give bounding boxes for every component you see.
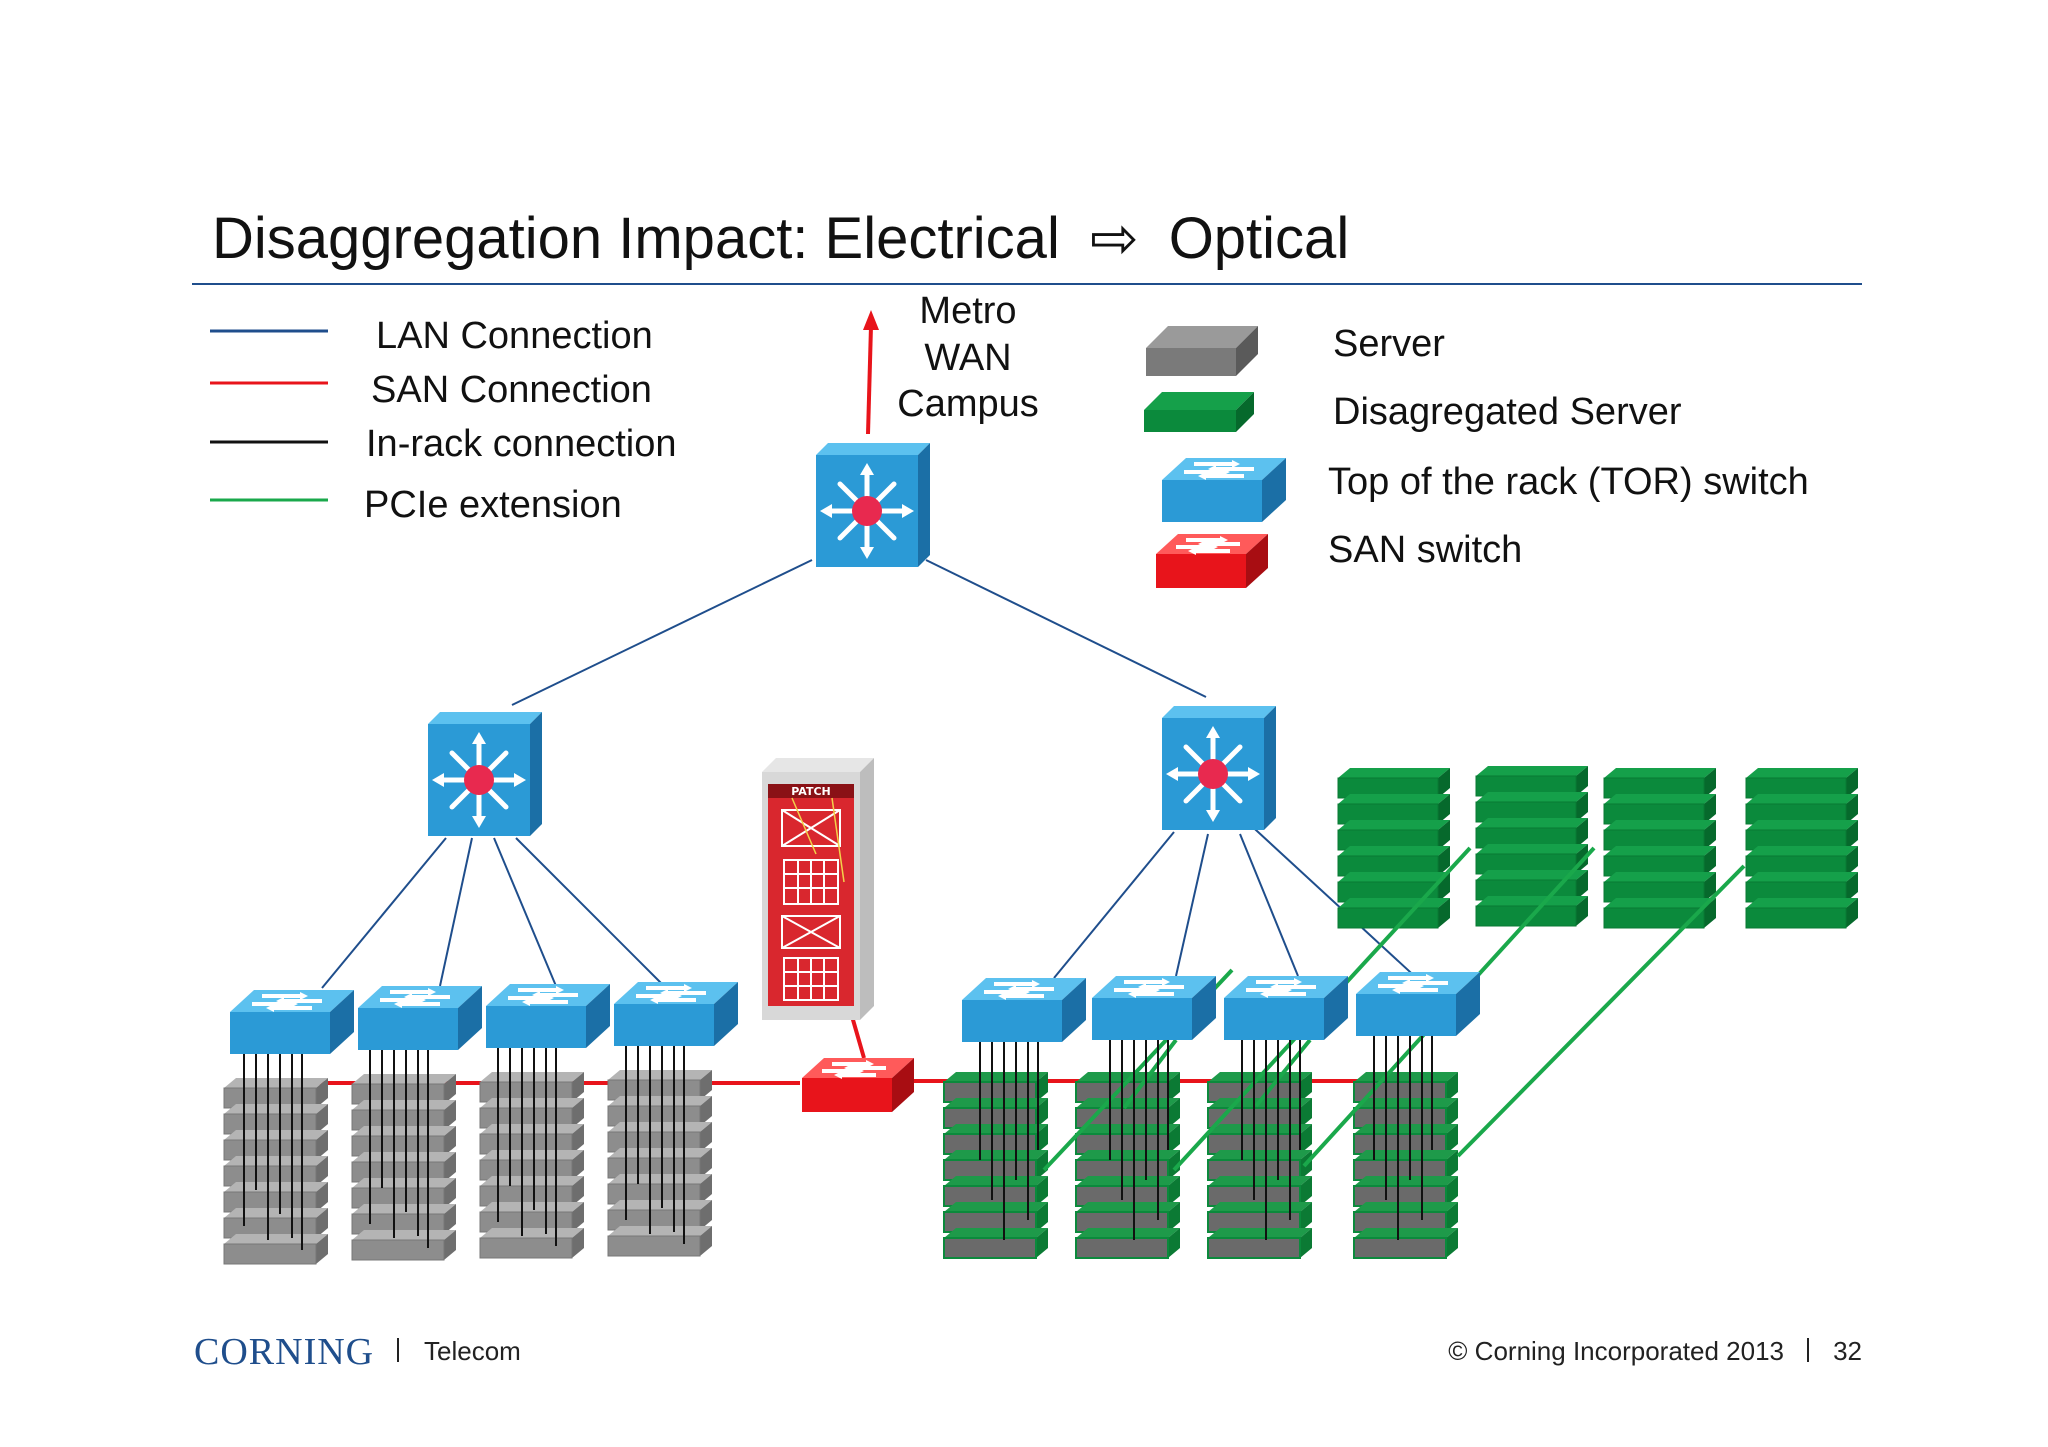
icon-legend: Server Disagregated Server Top of the ra… [1144,323,1809,590]
legend-tor-label: Top of the rack (TOR) switch [1328,461,1809,503]
upstream-campus: Campus [897,383,1039,425]
san-switch-icon [1154,532,1270,590]
legend-pcie-label: PCIe extension [364,484,622,526]
tor-switch-6 [1090,974,1218,1042]
upstream-wan: WAN [924,337,1011,379]
footer-copyright: © Corning Incorporated 2013 [1448,1336,1784,1366]
line-legend: LAN Connection SAN Connection In-rack co… [210,315,677,526]
corning-logo: CORNING [194,1331,374,1373]
in-rack-links-right [979,1036,1433,1240]
patch-panel-label: PATCH [791,785,831,798]
upstream-link [866,325,873,435]
core-switch [816,443,930,567]
tor-switch-8 [1354,970,1482,1038]
legend-disaggregated-label: Disagregated Server [1333,391,1682,433]
slide-title: Disaggregation Impact: Electrical ⇨ Opti… [212,206,1349,271]
legend-server-label: Server [1333,323,1445,365]
upstream-label: Metro WAN Campus [897,290,1039,425]
upstream-arrowhead [863,310,879,330]
tor-switch-3 [484,982,612,1050]
upstream-metro: Metro [919,290,1016,332]
lan-aggregation-links [321,807,1435,995]
legend-lan-label: LAN Connection [376,315,653,357]
disaggregated-rack-4 [1353,1071,1459,1259]
legend-san-switch-label: SAN switch [1328,529,1522,571]
green-pool-2 [1475,765,1589,927]
server-icon [1146,326,1258,376]
server-rack-3 [479,1071,585,1259]
tor-switch-1 [228,988,356,1056]
aggregation-switch-left [428,712,542,836]
tor-switch-7 [1222,974,1350,1042]
footer-division: Telecom [424,1336,521,1366]
tor-switch-4 [612,980,740,1048]
tor-switch-2 [356,984,484,1052]
server-rack-4 [607,1069,713,1257]
in-rack-links-left [243,1044,685,1250]
page-number: 32 [1833,1336,1862,1366]
legend-in-rack-label: In-rack connection [366,423,677,465]
server-rack-1 [223,1077,329,1265]
green-pool-4 [1745,767,1859,929]
tor-switch-icon [1160,456,1288,524]
aggregation-switch-right [1162,706,1276,830]
disaggregated-rack-1 [943,1071,1049,1259]
green-pool-1 [1337,767,1451,929]
tor-switch-5 [960,976,1088,1044]
legend-san-label: SAN Connection [371,369,652,411]
lan-core-links [511,559,1207,706]
server-rack-2 [351,1073,457,1261]
patch-panel: PATCH [762,758,874,1020]
san-switch [800,1056,916,1114]
green-pool-3 [1603,767,1717,929]
disaggregated-server-icon [1144,392,1254,432]
